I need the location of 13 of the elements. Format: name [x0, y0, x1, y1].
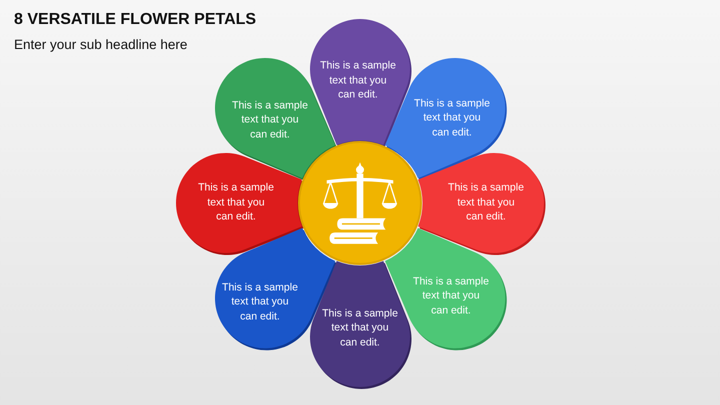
flower-petal	[418, 153, 546, 255]
subtitle: Enter your sub headline here	[14, 37, 188, 52]
petal-text: This is a sample text that you can edit.	[322, 306, 398, 350]
petal-text: This is a sample text that you can edit.	[222, 280, 298, 324]
petal-text: This is a sample text that you can edit.	[414, 96, 490, 140]
petal-text: This is a sample text that you can edit.	[198, 180, 274, 224]
petal-text: This is a sample text that you can edit.	[232, 98, 308, 142]
petal-text: This is a sample text that you can edit.	[448, 180, 524, 224]
petal-text: This is a sample text that you can edit.	[412, 274, 490, 318]
petal-text: This is a sample text that you can edit.	[320, 58, 396, 102]
flower-petal	[176, 153, 304, 255]
flower-petal	[310, 260, 412, 389]
title: 8 VERSATILE FLOWER PETALS	[14, 11, 256, 29]
